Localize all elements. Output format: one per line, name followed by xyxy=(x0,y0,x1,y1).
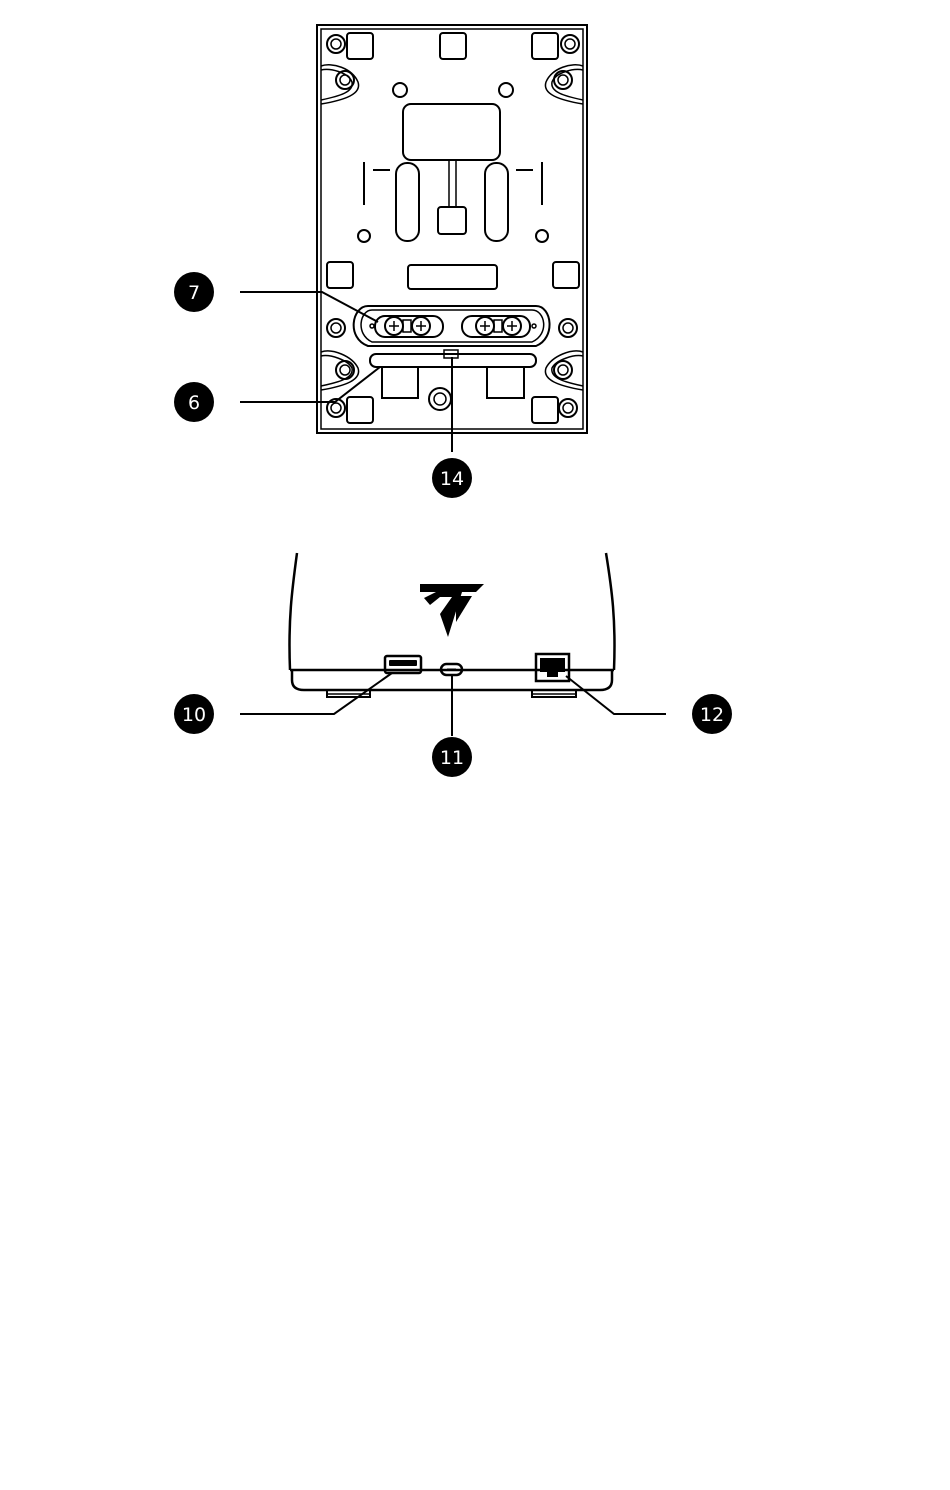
svg-text:11: 11 xyxy=(440,747,464,769)
side-pad xyxy=(327,262,353,288)
callout-14: 14 xyxy=(432,458,472,498)
callout-12: 12 xyxy=(692,694,732,734)
thrustmaster-logo-icon xyxy=(420,584,484,637)
callout-11: 11 xyxy=(432,737,472,777)
corner-pad xyxy=(347,33,373,59)
svg-text:6: 6 xyxy=(188,392,200,414)
leader-line-7 xyxy=(240,292,378,322)
svg-text:14: 14 xyxy=(440,468,464,490)
corner-pad xyxy=(440,33,466,59)
leader-line-12 xyxy=(566,676,666,714)
screw-bracket xyxy=(354,306,550,346)
callout-10: 10 xyxy=(174,694,214,734)
rj12-port-icon xyxy=(536,654,569,681)
corner-pad xyxy=(347,397,373,423)
callout-7: 7 xyxy=(174,272,214,312)
corner-pad xyxy=(532,397,558,423)
rear-panel xyxy=(289,553,614,697)
svg-text:7: 7 xyxy=(188,282,200,304)
svg-text:10: 10 xyxy=(182,704,206,726)
callout-6: 6 xyxy=(174,382,214,422)
side-pad xyxy=(553,262,579,288)
corner-pad xyxy=(532,33,558,59)
svg-text:12: 12 xyxy=(700,704,724,726)
